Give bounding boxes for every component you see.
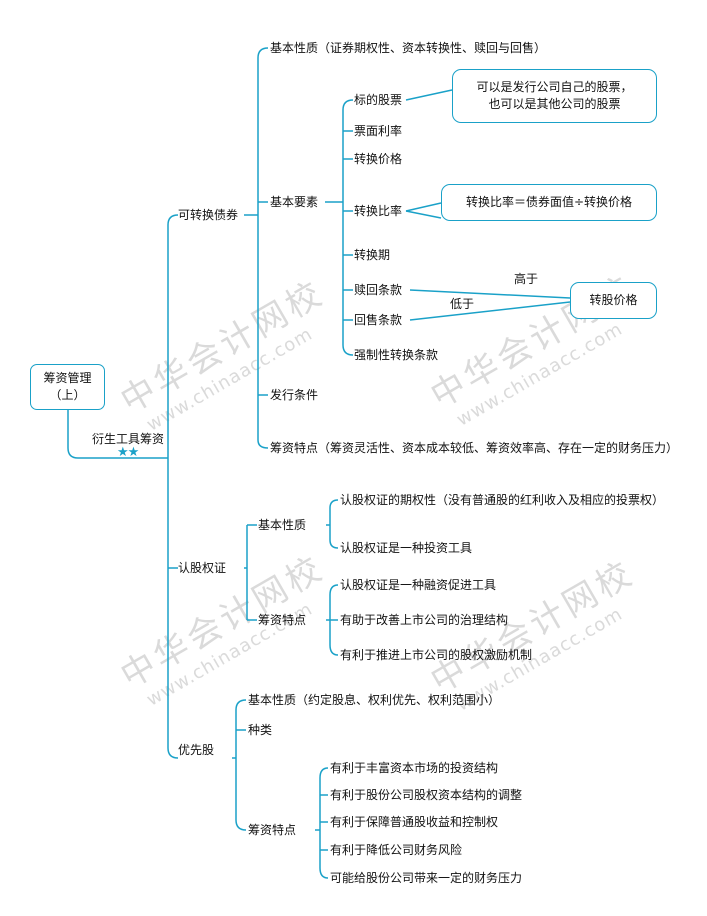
ps-financing-features: 筹资特点 bbox=[248, 823, 297, 837]
ps-feature-4: 有利于降低公司财务风险 bbox=[330, 843, 463, 857]
ps-feature-2: 有利于股份公司股权资本结构的调整 bbox=[330, 788, 523, 802]
cb-conversion-price: 转换价格 bbox=[354, 152, 403, 166]
warrant-feature-3: 有利于推进上市公司的股权激励机制 bbox=[340, 648, 533, 662]
root-node: 筹资管理 （上） bbox=[30, 364, 105, 410]
note-line: 也可以是其他公司的股票 bbox=[488, 97, 621, 111]
note-conversion-price: 转股价格 bbox=[570, 282, 657, 319]
star-rating: ★★ bbox=[117, 445, 139, 460]
ps-kinds: 种类 bbox=[248, 723, 273, 737]
note-conversion-ratio: 转换比率＝债券面值÷转换价格 bbox=[441, 184, 657, 221]
ps-feature-1: 有利于丰富资本市场的投资结构 bbox=[330, 761, 499, 775]
cb-forced-conversion: 强制性转换条款 bbox=[354, 348, 439, 362]
cb-conversion-ratio: 转换比率 bbox=[354, 204, 403, 218]
warrant-feature-2: 有助于改善上市公司的治理结构 bbox=[340, 613, 509, 627]
note-line: 可以是发行公司自己的股票， bbox=[476, 80, 633, 94]
root-subtitle: （上） bbox=[49, 388, 86, 402]
cb-basic-elements: 基本要素 bbox=[270, 195, 319, 209]
branch-label: 衍生工具筹资 bbox=[92, 432, 165, 446]
cb-basic-nature: 基本性质（证券期权性、资本转换性、赎回与回售） bbox=[270, 41, 547, 55]
root-title: 筹资管理 bbox=[43, 371, 92, 385]
ps-feature-5: 可能给股份公司带来一定的财务压力 bbox=[330, 871, 523, 885]
label-higher-than: 高于 bbox=[514, 272, 539, 286]
cb-redemption-clause: 赎回条款 bbox=[354, 283, 403, 297]
warrant-nature-2: 认股权证是一种投资工具 bbox=[340, 541, 473, 555]
warrant-financing-features: 筹资特点 bbox=[258, 613, 307, 627]
warrant-nature-1: 认股权证的期权性（没有普通股的红利收入及相应的投票权） bbox=[340, 493, 665, 507]
cb-putback-clause: 回售条款 bbox=[354, 313, 403, 327]
note-text: 转换比率＝债券面值÷转换价格 bbox=[465, 195, 633, 209]
convertible-bond-node: 可转换债券 bbox=[178, 208, 239, 222]
preferred-stock-node: 优先股 bbox=[178, 743, 215, 757]
cb-conversion-period: 转换期 bbox=[354, 248, 391, 262]
warrant-node: 认股权证 bbox=[178, 561, 227, 575]
ps-basic-nature: 基本性质（约定股息、权利优先、权利范围小） bbox=[248, 693, 501, 707]
cb-coupon-rate: 票面利率 bbox=[354, 124, 403, 138]
cb-financing-features: 筹资特点（筹资灵活性、资本成本较低、筹资效率高、存在一定的财务压力） bbox=[270, 441, 679, 455]
warrant-basic-nature: 基本性质 bbox=[258, 518, 307, 532]
cb-underlying-stock: 标的股票 bbox=[354, 93, 403, 107]
cb-issue-conditions: 发行条件 bbox=[270, 388, 319, 402]
ps-feature-3: 有利于保障普通股收益和控制权 bbox=[330, 815, 499, 829]
label-lower-than: 低于 bbox=[450, 297, 475, 311]
note-underlying-stock: 可以是发行公司自己的股票， 也可以是其他公司的股票 bbox=[452, 69, 657, 123]
warrant-feature-1: 认股权证是一种融资促进工具 bbox=[340, 578, 497, 592]
note-text: 转股价格 bbox=[589, 293, 638, 307]
